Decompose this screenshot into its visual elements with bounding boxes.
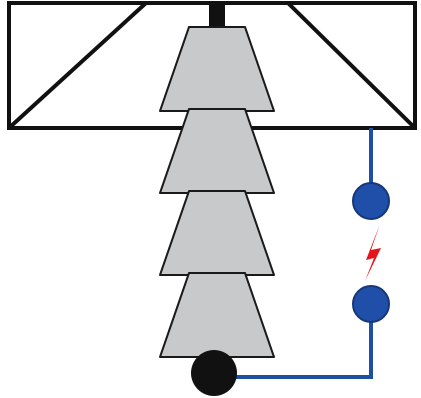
crossarm-right-brace bbox=[286, 1, 417, 130]
insulator-disc bbox=[159, 272, 275, 358]
ground-ball bbox=[191, 350, 237, 396]
insulator-disc bbox=[159, 190, 275, 276]
insulator-disc bbox=[159, 108, 275, 194]
spark-icon bbox=[365, 224, 381, 281]
lower-wire bbox=[234, 304, 373, 379]
upper-electrode bbox=[352, 182, 390, 220]
lower-electrode bbox=[352, 285, 390, 323]
mounting-pin bbox=[209, 2, 225, 30]
insulator-disc bbox=[159, 26, 275, 112]
crossarm-left-brace bbox=[7, 1, 148, 130]
insulator-stack bbox=[159, 26, 275, 358]
